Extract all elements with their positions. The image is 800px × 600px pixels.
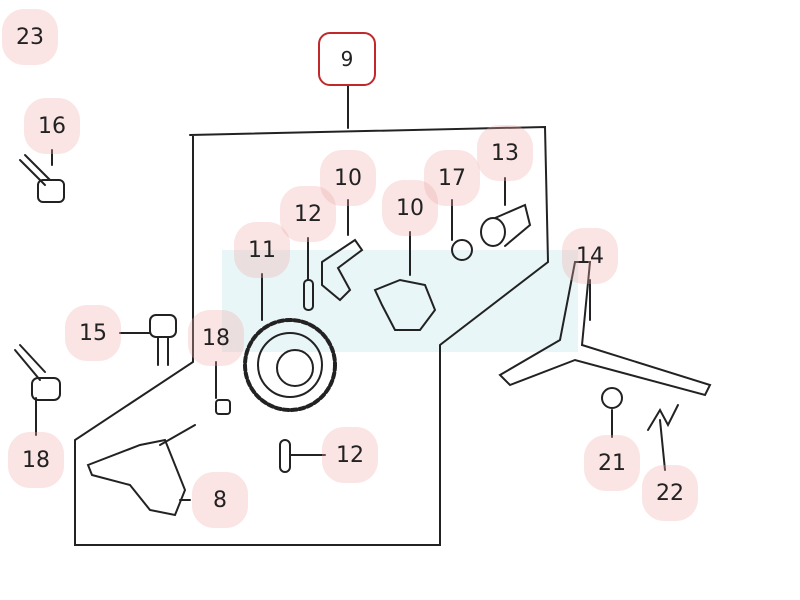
callout-14: 14 [562, 228, 618, 284]
callout-16: 16 [24, 98, 80, 154]
callout-11: 11 [234, 222, 290, 278]
callout-18b: 18 [8, 432, 64, 488]
callout-17: 17 [424, 150, 480, 206]
assembly-frame [74, 84, 550, 546]
callout-8: 8 [192, 472, 248, 528]
callout-12: 12 [280, 186, 336, 242]
callout-12b: 12 [322, 427, 378, 483]
callout-10b: 10 [382, 180, 438, 236]
callout-13: 13 [477, 125, 533, 181]
callout-assembly-9: 9 [318, 32, 376, 86]
callout-22: 22 [642, 465, 698, 521]
callout-21: 21 [584, 435, 640, 491]
callout-15: 15 [65, 305, 121, 361]
callout-10: 10 [320, 150, 376, 206]
callout-18: 18 [188, 310, 244, 366]
callout-23: 23 [2, 9, 58, 65]
